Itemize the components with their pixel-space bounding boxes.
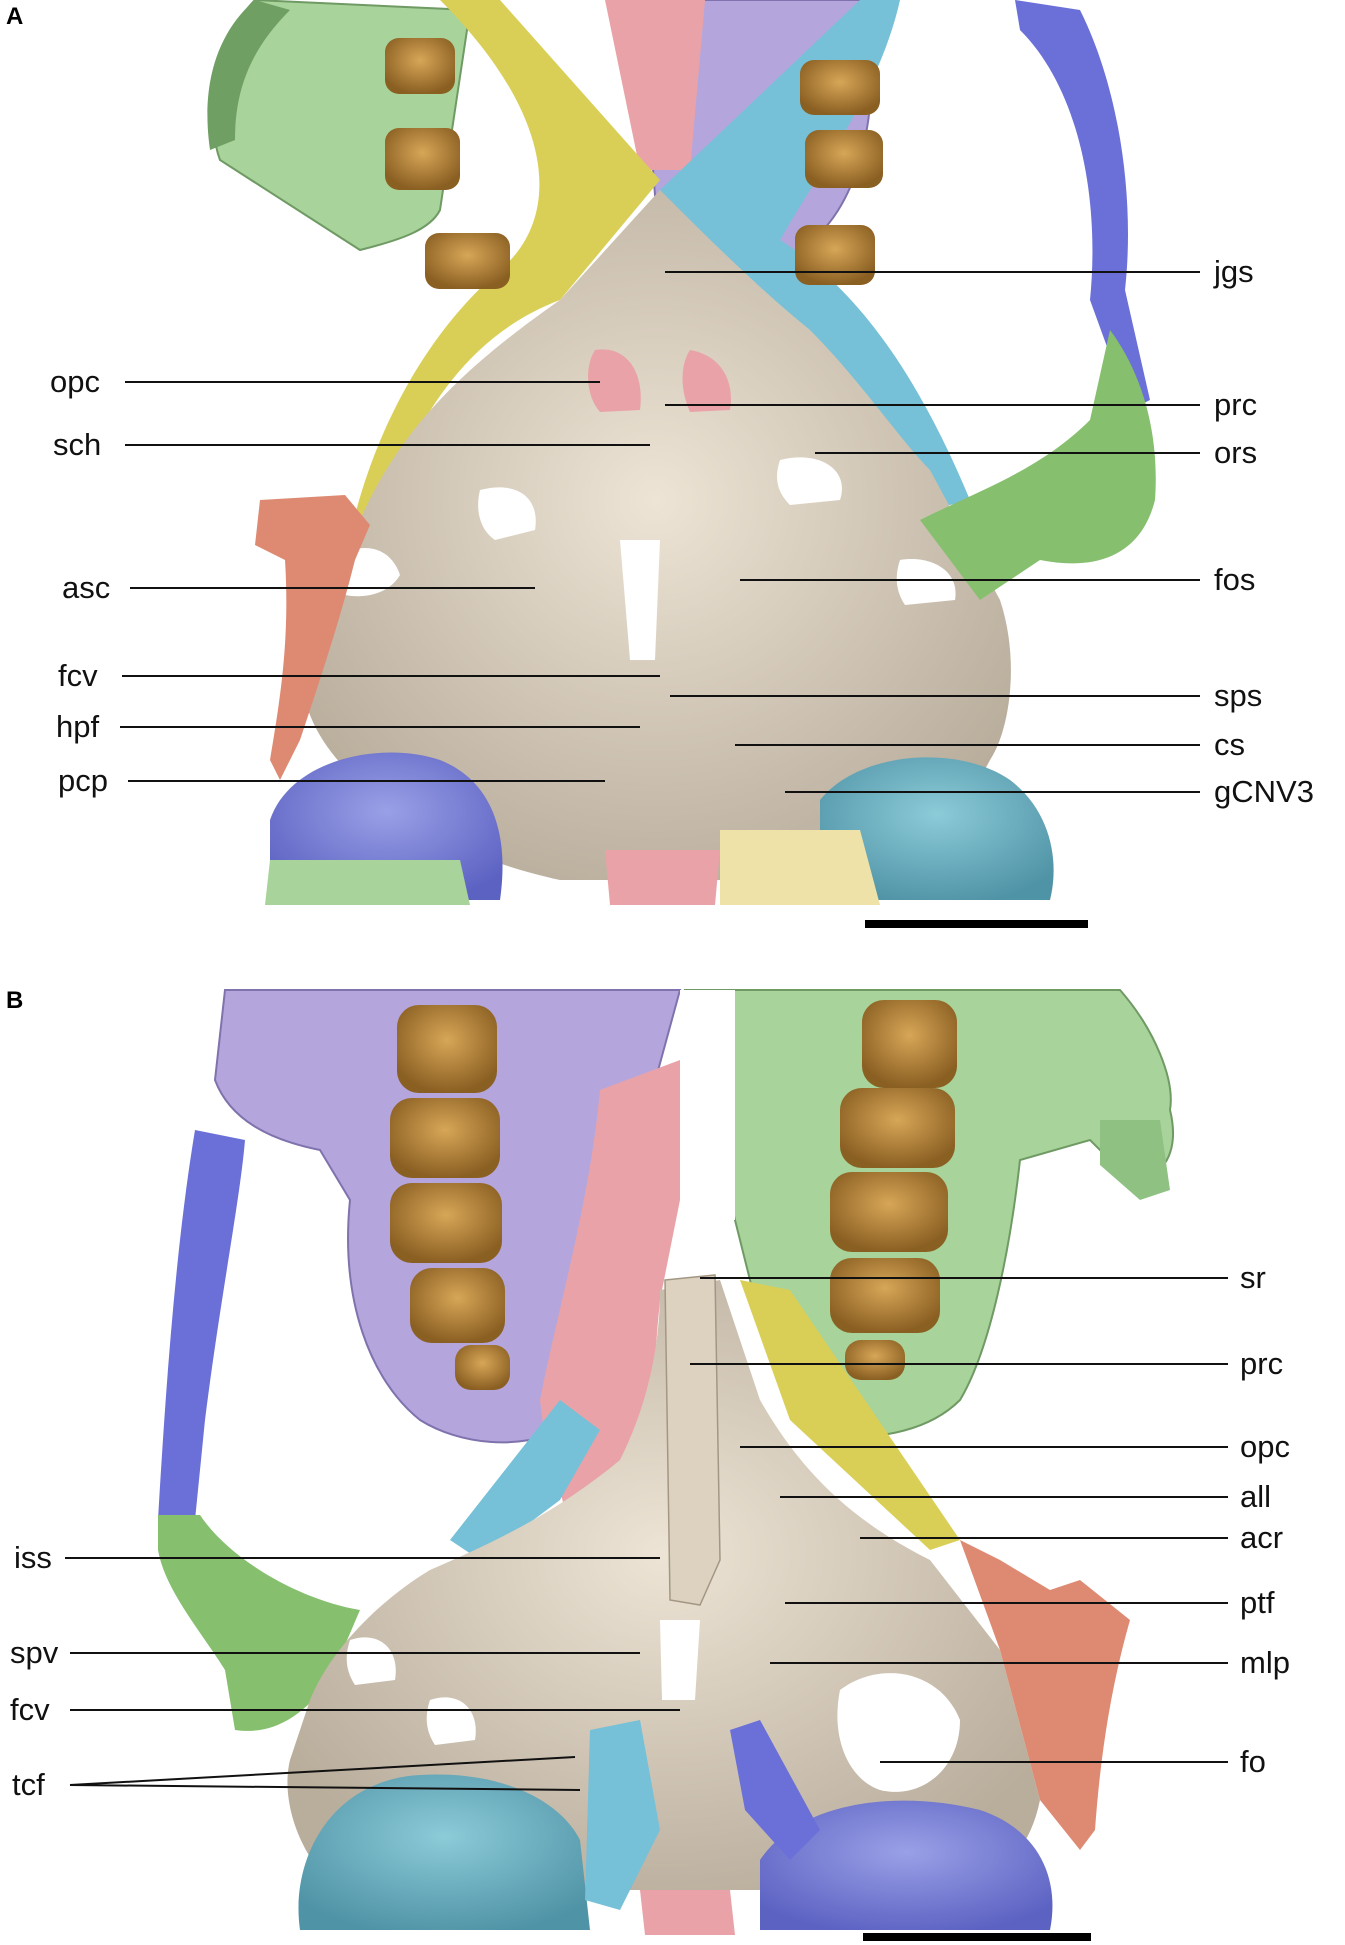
label-hpf: hpf [56, 709, 99, 744]
jugal-yellow-b [740, 1280, 960, 1550]
label-jgs: jgs [1213, 254, 1254, 289]
bottom-pink-a [605, 850, 720, 905]
fenestra-a4 [896, 559, 956, 605]
label-sps: sps [1214, 678, 1262, 713]
label-ptf: ptf [1240, 1585, 1275, 1620]
label-sr: sr [1240, 1260, 1266, 1295]
label-fo: fo [1240, 1744, 1266, 1779]
label-pcp: pcp [58, 763, 108, 798]
fenestra-a5 [620, 540, 660, 660]
right-zygomatic-arch [1015, 0, 1150, 410]
palatal-opening-right [682, 350, 731, 412]
label-acr: acr [1240, 1520, 1283, 1555]
panel-a-specimen [207, 0, 1156, 905]
label-cs: cs [1214, 727, 1245, 762]
label-ors: ors [1214, 435, 1257, 470]
label-gcnv3: gCNV3 [1214, 774, 1314, 809]
tooth-b8 [830, 1172, 948, 1252]
right-palatine [660, 0, 970, 510]
bottom-yellow-a [720, 830, 880, 905]
label-iss: iss [14, 1540, 52, 1575]
left-blue-strip-b [585, 1720, 660, 1910]
bottom-green-a [265, 860, 470, 905]
tooth-a6 [795, 225, 875, 285]
label-prc-b: prc [1240, 1346, 1283, 1381]
label-asc: asc [62, 570, 110, 605]
tooth-a2 [385, 128, 460, 190]
label-fos: fos [1214, 562, 1255, 597]
fenestra-a3 [777, 457, 842, 505]
palatal-opening-left [588, 349, 641, 412]
fenestra-b4 [346, 1637, 396, 1685]
right-squamosal-a [920, 330, 1156, 600]
central-gap-b [680, 990, 735, 1220]
tooth-b7 [840, 1088, 955, 1168]
label-tcf: tcf [12, 1767, 45, 1802]
tooth-b6 [862, 1000, 957, 1088]
premaxilla-pink [605, 0, 705, 170]
right-process-b [1100, 1120, 1170, 1200]
tooth-b1 [397, 1005, 497, 1093]
label-prc-a: prc [1214, 387, 1257, 422]
panel-b: B [6, 987, 1290, 1941]
tooth-b5 [455, 1345, 510, 1390]
label-sch: sch [53, 427, 101, 462]
tooth-b2 [390, 1098, 500, 1178]
right-bulla-b [760, 1800, 1053, 1930]
median-bar-b [664, 1274, 721, 1606]
left-squamosal-b [158, 1515, 360, 1731]
tooth-b10 [845, 1340, 905, 1380]
label-fcv-a: fcv [58, 658, 98, 693]
tooth-a1 [385, 38, 455, 94]
panel-b-letter: B [6, 987, 23, 1014]
label-spv: spv [10, 1635, 59, 1670]
scale-bar-a [865, 920, 1088, 928]
panel-b-specimen [158, 989, 1175, 1935]
left-bulla-b [298, 1774, 590, 1930]
label-mlp: mlp [1240, 1645, 1290, 1680]
scale-bar-b [863, 1933, 1091, 1941]
leader-tcf-2 [69, 1784, 581, 1791]
palatine-blue-b [450, 1400, 600, 1560]
tooth-a5 [805, 130, 883, 188]
right-pterygoid-b [960, 1540, 1130, 1850]
right-blue-strip-b [730, 1720, 820, 1860]
label-all: all [1240, 1479, 1271, 1514]
bottom-pink-b [640, 1890, 735, 1935]
fenestra-a2 [478, 487, 536, 540]
left-zygomatic-arch-b [158, 1130, 245, 1520]
left-pterygoid-a [255, 495, 370, 780]
left-zygoma-green [207, 0, 290, 150]
leader-tcf-1 [69, 1756, 576, 1786]
panel-a: A [6, 0, 1314, 928]
label-opc-a: opc [50, 364, 100, 399]
label-opc-b: opc [1240, 1429, 1290, 1464]
tooth-b3 [390, 1183, 502, 1263]
tooth-a4 [800, 60, 880, 115]
panel-a-letter: A [6, 3, 23, 30]
label-fcv-b: fcv [10, 1692, 50, 1727]
left-jugal [355, 0, 660, 520]
tooth-a3 [425, 233, 510, 289]
tooth-b9 [830, 1258, 940, 1333]
basicranium-a [300, 190, 1011, 880]
tooth-b4 [410, 1268, 505, 1343]
fenestra-b2 [660, 1620, 700, 1700]
right-bulla-a [820, 757, 1054, 900]
